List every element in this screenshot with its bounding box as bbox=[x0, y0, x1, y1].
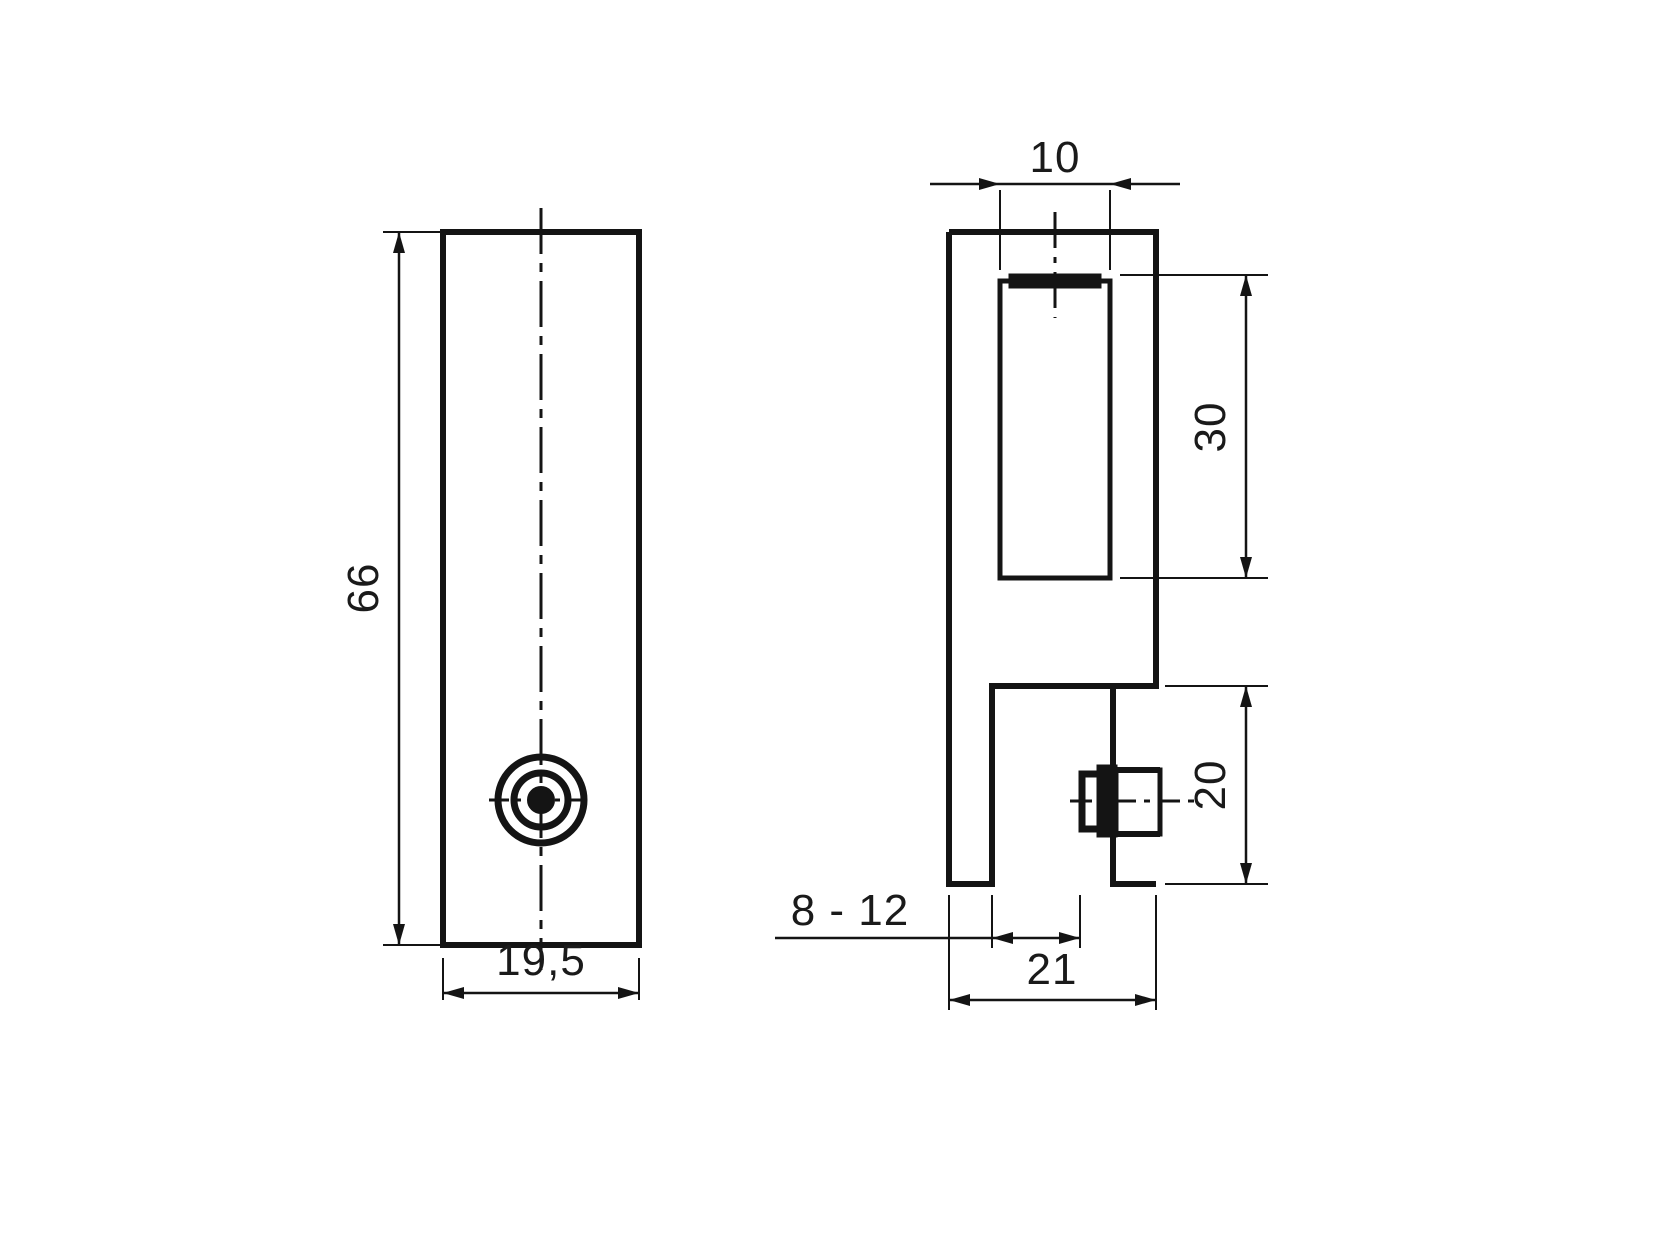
side-inner-slot bbox=[997, 278, 1113, 581]
dim-66-label: 66 bbox=[339, 563, 388, 614]
dim-10-label: 10 bbox=[1030, 133, 1081, 182]
side-body-outline bbox=[946, 229, 1159, 887]
dim-20-label: 20 bbox=[1186, 760, 1235, 811]
dim-30-label: 30 bbox=[1186, 402, 1235, 453]
dim-195-label: 19,5 bbox=[496, 936, 586, 985]
dim-812-label: 8 - 12 bbox=[791, 886, 910, 935]
front-view-group: 66 19,5 bbox=[339, 208, 642, 1000]
dim-21-label: 21 bbox=[1027, 945, 1078, 994]
side-view-group: 10 30 20 8 - 12 21 bbox=[775, 133, 1268, 1010]
